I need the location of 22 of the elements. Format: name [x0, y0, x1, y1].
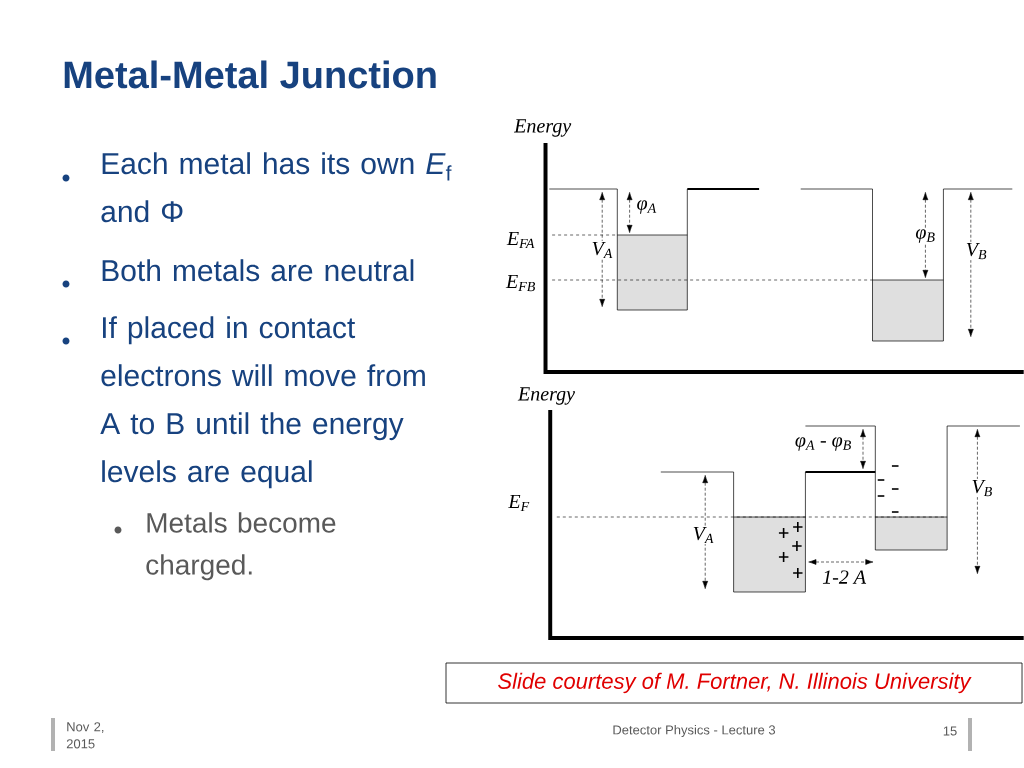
dimension-label: V$_{A}$: [691, 525, 715, 545]
dimension-label: V$_{A}$: [590, 240, 614, 260]
axis-label: Energy: [517, 386, 576, 406]
credit-box: Slide courtesy of M. Fortner, N. Illinois University: [445, 662, 1023, 704]
dimension-label: 1-2 A: [821, 569, 868, 585]
page-number: 15: [943, 726, 957, 736]
footer-title: Detector Physics - Lecture 3: [613, 724, 776, 738]
dimension-label: φ$_{A}$: [635, 199, 658, 215]
level-label: E$_{F}$: [507, 493, 531, 513]
dimension-label: φ$_{B}$: [914, 228, 937, 244]
axis-label: Energy: [513, 118, 573, 138]
dimension-label: V$_{B}$: [970, 478, 994, 498]
bullet-text: Each metal has its own E$_{f}$ and Φ: [101, 152, 452, 223]
dimension-label: φ$_{A}$ - φ$_{B}$: [793, 436, 853, 452]
level-label: E$_{FA}$: [505, 230, 536, 250]
slide-title: Metal-Metal Junction: [64, 60, 436, 89]
bullet-text: If placed in contact electrons will move from A to B until the energy levels are equal: [100, 316, 425, 489]
footer-date: Nov 2, 2015: [66, 722, 104, 749]
level-label: E$_{FB}$: [505, 273, 537, 293]
dimension-label: V$_{B}$: [964, 241, 989, 261]
bullet-text: Both metals are neutral: [102, 259, 414, 282]
bullet-text: Metals become charged.: [146, 512, 336, 581]
